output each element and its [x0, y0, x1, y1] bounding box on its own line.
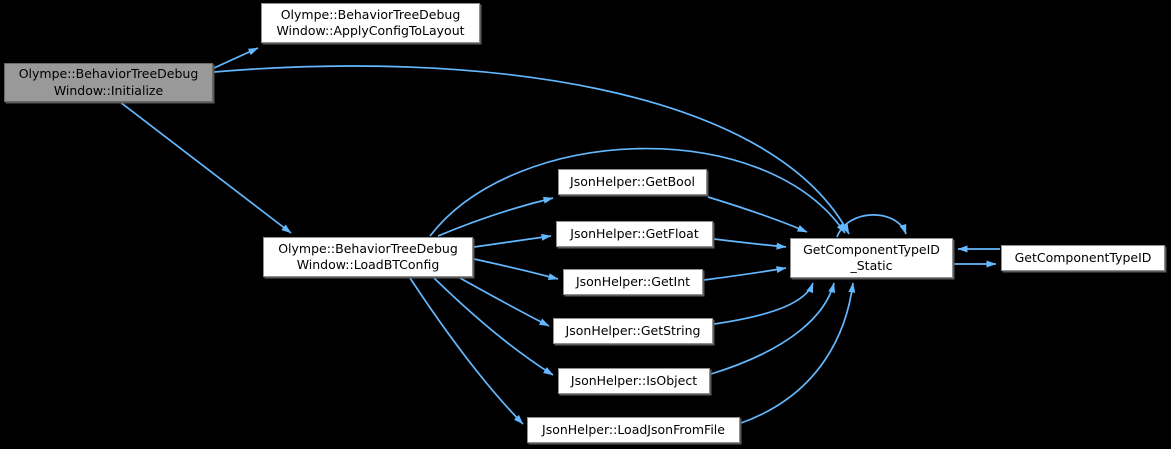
edge-initialize-to-loadbtconfig: [119, 101, 292, 234]
node-get-float[interactable]: JsonHelper::GetFloat: [556, 221, 713, 247]
edge-isobject-to-getcomponenttypeidstatic: [710, 282, 836, 375]
edge-loadbtconfig-to-getbool: [437, 196, 554, 237]
node-apply-config-to-layout[interactable]: Olympe::BehaviorTreeDebug Window::ApplyC…: [261, 3, 480, 43]
node-get-string[interactable]: JsonHelper::GetString: [553, 318, 713, 344]
node-load-json-from-file[interactable]: JsonHelper::LoadJsonFromFile: [527, 417, 740, 443]
edge-initialize-to-applyconfigtolayout: [213, 47, 259, 69]
node-get-int[interactable]: JsonHelper::GetInt: [563, 269, 703, 295]
node-get-bool[interactable]: JsonHelper::GetBool: [558, 169, 707, 195]
edge-getcomponenttypeidstatic-self-loop: [836, 214, 907, 238]
node-get-component-type-id[interactable]: GetComponentTypeID: [1001, 245, 1165, 271]
edge-loadjsonfromfile-to-getcomponenttypeidstatic: [740, 282, 856, 424]
node-is-object[interactable]: JsonHelper::IsObject: [558, 368, 710, 394]
edge-loadbtconfig-to-loadjsonfromfile: [409, 277, 524, 425]
node-initialize[interactable]: Olympe::BehaviorTreeDebug Window::Initia…: [4, 63, 213, 102]
edge-loadbtconfig-to-getcomponenttypeidstatic: [429, 147, 846, 237]
node-get-component-type-id-static[interactable]: GetComponentTypeID _Static: [790, 238, 953, 278]
edge-getint-to-getcomponenttypeidstatic: [703, 266, 787, 281]
edge-loadbtconfig-to-getint: [473, 258, 559, 280]
node-load-bt-config[interactable]: Olympe::BehaviorTreeDebug Window::LoadBT…: [263, 237, 473, 277]
edge-loadbtconfig-to-getstring: [459, 277, 550, 327]
edge-getbool-to-getcomponenttypeidstatic: [707, 196, 808, 233]
edge-getfloat-to-getcomponenttypeidstatic: [713, 238, 787, 250]
edge-loadbtconfig-to-isobject: [433, 277, 554, 376]
edge-getstring-to-getcomponenttypeidstatic: [713, 282, 814, 325]
edge-initialize-to-getcomponenttypeidstatic: [213, 65, 850, 235]
edge-loadbtconfig-to-getfloat: [473, 233, 552, 248]
